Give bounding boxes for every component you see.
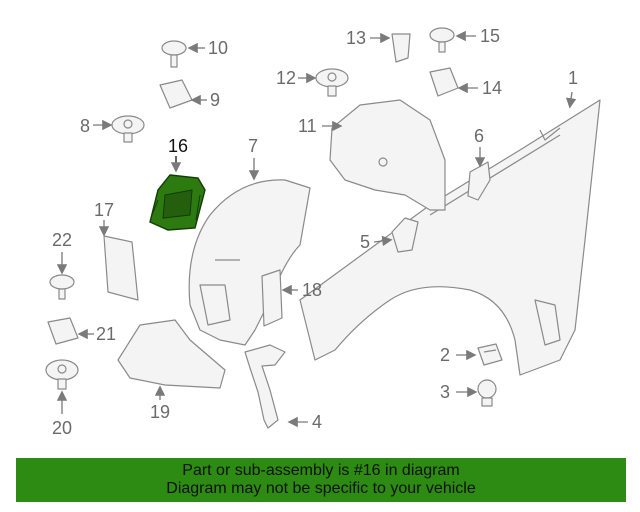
banner-line-2: Diagram may not be specific to your vehi… xyxy=(166,480,476,497)
callout-4: 4 xyxy=(312,412,322,432)
callout-8: 8 xyxy=(80,116,90,136)
callout-9: 9 xyxy=(210,90,220,110)
part-13-nut[interactable] xyxy=(391,33,411,63)
callout-10: 10 xyxy=(208,38,228,58)
callout-1: 1 xyxy=(568,68,578,88)
parts-diagram: 1 2 3 4 5 6 7 8 xyxy=(45,26,601,438)
leader-5 xyxy=(373,235,393,247)
callout-2: 2 xyxy=(440,345,450,365)
part-22-screw[interactable] xyxy=(49,274,75,300)
part-12-push-rivet[interactable] xyxy=(315,68,349,97)
callout-14: 14 xyxy=(482,78,502,98)
callout-16: 16 xyxy=(168,136,188,156)
callout-22: 22 xyxy=(52,230,72,250)
part-14-clip[interactable] xyxy=(429,67,459,97)
part-18-bracket[interactable] xyxy=(261,269,283,327)
callout-3: 3 xyxy=(440,382,450,402)
part-5-bracket[interactable] xyxy=(391,217,419,253)
callout-6: 6 xyxy=(474,126,484,146)
callout-12: 12 xyxy=(276,68,296,88)
callout-21: 21 xyxy=(96,324,116,344)
part-11-rear-liner[interactable] xyxy=(329,99,446,211)
leader-1 xyxy=(565,91,577,109)
callout-5: 5 xyxy=(360,232,370,252)
callout-20: 20 xyxy=(52,418,72,438)
part-7-wheel-liner[interactable] xyxy=(188,179,311,346)
part-15-screw[interactable] xyxy=(429,27,455,53)
part-17-panel[interactable] xyxy=(103,235,139,301)
part-21-clip[interactable] xyxy=(47,317,79,345)
callout-13: 13 xyxy=(346,28,366,48)
callout-19: 19 xyxy=(150,402,170,422)
part-10-screw[interactable] xyxy=(161,40,187,68)
info-banner: Part or sub-assembly is #16 in diagram D… xyxy=(16,458,626,502)
part-1-fender[interactable] xyxy=(299,99,601,376)
part-16-highlighted[interactable] xyxy=(149,174,206,231)
part-9-clip[interactable] xyxy=(159,79,193,109)
part-20-push-rivet[interactable] xyxy=(45,359,79,390)
part-8-push-rivet[interactable] xyxy=(111,115,145,143)
banner-line-1: Part or sub-assembly is #16 in diagram xyxy=(182,462,460,479)
callout-17: 17 xyxy=(94,200,114,220)
part-19-splash-shield[interactable] xyxy=(117,319,226,389)
callout-11: 11 xyxy=(298,116,317,136)
callout-18: 18 xyxy=(302,280,322,300)
part-3-bolt[interactable] xyxy=(477,379,497,407)
part-2-clip-nut[interactable] xyxy=(477,343,503,366)
callout-7: 7 xyxy=(248,136,258,156)
part-4-bracket[interactable] xyxy=(244,344,286,429)
callout-15: 15 xyxy=(480,26,500,46)
